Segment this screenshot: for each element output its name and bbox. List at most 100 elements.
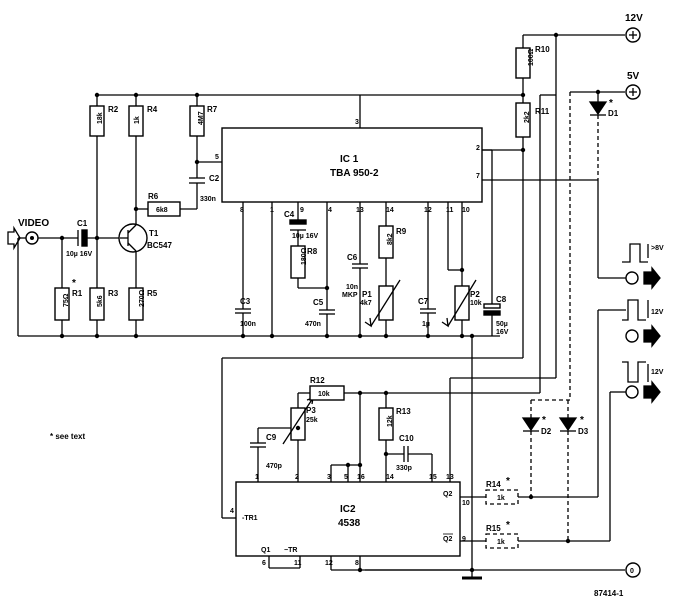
label-ground: 0: [630, 568, 634, 575]
svg-text:C5: C5: [313, 298, 324, 307]
svg-text:14: 14: [386, 474, 394, 481]
ic1-timing-network: C3 100n C4 10µ 16V 180Ω R8 C5 470n C6 10…: [17, 149, 509, 339]
ic1-name: IC 1: [340, 154, 359, 165]
svg-text:15: 15: [429, 474, 437, 481]
ic2-name: IC2: [340, 504, 356, 515]
svg-text:C3: C3: [240, 297, 251, 306]
svg-text:8: 8: [355, 560, 359, 567]
svg-text:*: *: [506, 520, 510, 531]
svg-text:75Ω: 75Ω: [63, 293, 70, 307]
svg-text:11: 11: [294, 560, 302, 567]
svg-text:C6: C6: [347, 253, 358, 262]
negative-pulse-icon: [622, 361, 646, 383]
ic2-part: 4538: [338, 518, 361, 529]
svg-text:1µ: 1µ: [422, 321, 430, 328]
svg-text:P3: P3: [306, 406, 316, 415]
output-1: >8V: [622, 243, 664, 290]
svg-text:3: 3: [327, 474, 331, 481]
svg-text:D1: D1: [608, 109, 619, 118]
svg-text:P1: P1: [362, 290, 372, 299]
output-3: 12V: [622, 361, 664, 404]
svg-text:12V: 12V: [651, 369, 664, 376]
video-input-stage: VIDEO C1 10µ 16V 75Ω R1 * 18k R2 5k6 R3: [7, 92, 222, 336]
svg-text:5k6: 5k6: [97, 295, 104, 307]
terminal-ground: [625, 562, 641, 578]
svg-text:1k: 1k: [134, 116, 141, 124]
svg-text:8k2: 8k2: [387, 233, 394, 245]
svg-text:R4: R4: [147, 105, 158, 114]
svg-text:5: 5: [344, 474, 348, 481]
ic2-timing-network: C9 470p P3 25k 10k R12 12k R13: [250, 32, 559, 482]
ic2-4538: IC2 4538 1 2 3 5 16 14 15 13 4 -TR1 10 Q…: [221, 147, 526, 573]
transistor-t1: [118, 223, 148, 253]
svg-text:12k: 12k: [387, 415, 394, 427]
svg-text:9: 9: [300, 207, 304, 214]
svg-text:*: *: [506, 476, 510, 487]
svg-text:C7: C7: [418, 297, 429, 306]
svg-text:6: 6: [262, 560, 266, 567]
svg-text:11: 11: [446, 207, 454, 214]
svg-text:1k: 1k: [497, 495, 505, 502]
svg-text:10µ 16V: 10µ 16V: [292, 233, 319, 240]
svg-text:7: 7: [476, 173, 480, 180]
svg-text:C1: C1: [77, 219, 88, 228]
svg-text:470n: 470n: [305, 321, 321, 328]
diode-d2: [521, 417, 541, 432]
svg-text:R8: R8: [307, 247, 318, 256]
svg-text:−TR: −TR: [284, 547, 297, 554]
svg-text:16: 16: [357, 474, 365, 481]
svg-text:2: 2: [295, 474, 299, 481]
svg-text:Q2: Q2: [443, 536, 452, 543]
svg-text:BC547: BC547: [147, 241, 172, 250]
positive-pulse-icon: [622, 243, 648, 263]
svg-text:R15: R15: [486, 524, 501, 533]
svg-text:9: 9: [462, 536, 466, 543]
svg-text:16V: 16V: [496, 329, 509, 336]
svg-text:100Ω: 100Ω: [528, 48, 535, 66]
output-arrow-icon: [643, 324, 661, 348]
svg-text:6k8: 6k8: [156, 207, 168, 214]
svg-text:4: 4: [328, 207, 332, 214]
svg-text:R13: R13: [396, 407, 411, 416]
video-label: VIDEO: [18, 218, 49, 229]
svg-text:270Ω: 270Ω: [139, 289, 146, 307]
svg-text:14: 14: [386, 207, 394, 214]
svg-text:C4: C4: [284, 210, 295, 219]
see-text-note: * see text: [50, 432, 85, 441]
svg-text:D3: D3: [578, 427, 589, 436]
svg-text:4: 4: [230, 508, 234, 515]
label-12v: 12V: [625, 13, 643, 24]
svg-text:>8V: >8V: [651, 245, 664, 252]
svg-text:10: 10: [462, 207, 470, 214]
svg-text:*: *: [72, 278, 76, 289]
svg-text:Q1: Q1: [261, 547, 270, 554]
svg-text:5: 5: [215, 154, 219, 161]
diode-d3: [558, 417, 578, 432]
svg-text:*: *: [542, 415, 546, 426]
svg-text:R9: R9: [396, 227, 407, 236]
svg-text:180Ω: 180Ω: [301, 247, 308, 265]
ic1-tba950: IC 1 TBA 950-2 3 5 2 7 8 1 9 4 13 14 12 …: [215, 95, 598, 214]
output-connectors: >8V 12V 12V: [622, 243, 664, 404]
svg-text:R11: R11: [535, 107, 550, 116]
svg-text:4M7: 4M7: [198, 111, 205, 125]
svg-text:T1: T1: [149, 229, 159, 238]
svg-text:R1: R1: [72, 289, 83, 298]
svg-text:10n: 10n: [346, 284, 358, 291]
svg-text:25k: 25k: [306, 417, 318, 424]
svg-text:330p: 330p: [396, 465, 412, 472]
svg-text:12V: 12V: [651, 309, 664, 316]
svg-text:*: *: [609, 98, 613, 109]
r10-r11-branch: 100Ω R10 2k2 R11: [482, 35, 550, 151]
svg-text:10µ 16V: 10µ 16V: [66, 251, 93, 258]
svg-text:R3: R3: [108, 289, 119, 298]
svg-text:C9: C9: [266, 433, 277, 442]
svg-text:D2: D2: [541, 427, 552, 436]
svg-text:1k: 1k: [497, 539, 505, 546]
svg-text:10k: 10k: [318, 391, 330, 398]
svg-text:R2: R2: [108, 105, 119, 114]
svg-text:*: *: [580, 415, 584, 426]
svg-text:-TR1: -TR1: [242, 515, 258, 522]
figure-code: 87414-1: [594, 589, 624, 598]
